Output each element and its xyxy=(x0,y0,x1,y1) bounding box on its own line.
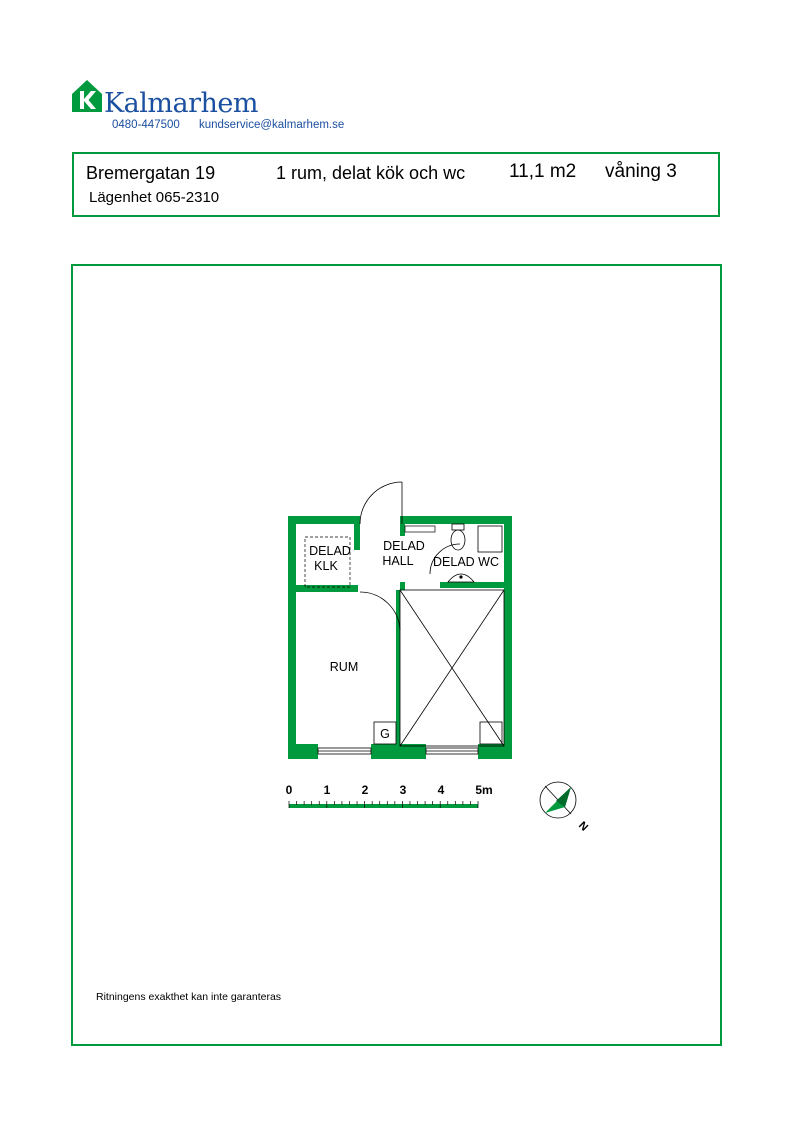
apartment-info-box: Bremergatan 19 1 rum, delat kök och wc 1… xyxy=(72,152,720,217)
room-labels: DELAD KLK DELAD HALL DELAD WC RUM G xyxy=(309,539,499,741)
walls xyxy=(288,516,512,759)
kitchen-counter xyxy=(304,536,351,588)
scale-bar: 0 1 2 3 4 5m xyxy=(286,783,493,808)
room-2 xyxy=(399,589,505,747)
apartment-description: 1 rum, delat kök och wc xyxy=(276,163,466,183)
g-box xyxy=(373,721,397,745)
address: Bremergatan 19 xyxy=(86,163,216,183)
phone-number: 0480-447500 xyxy=(112,119,180,131)
hall-label-1: DELAD xyxy=(383,539,425,553)
apartment-number: Lägenhet 065-2310 xyxy=(89,189,220,206)
brand-name: Kalmarhem xyxy=(104,88,258,119)
scale-label-1: 1 xyxy=(324,783,331,797)
hall-label-2: HALL xyxy=(382,554,413,568)
north-arrow-icon: N xyxy=(539,781,590,834)
scale-label-4: 4 xyxy=(438,783,445,797)
scale-label-3: 3 xyxy=(400,783,407,797)
north-label: N xyxy=(576,819,590,833)
kitchen-label-2: KLK xyxy=(314,559,338,573)
scale-label-5: 5m xyxy=(475,783,492,797)
contact-line: 0480-447500 kundservice@kalmarhem.se xyxy=(112,119,344,131)
windows xyxy=(317,747,479,755)
room-label: RUM xyxy=(330,660,358,674)
house-logo-icon xyxy=(72,80,102,112)
floor-plan-frame xyxy=(71,264,722,1046)
kalmarhem-logo: Kalmarhem 0480-447500 kundservice@kalmar… xyxy=(70,78,370,138)
kitchen-label-1: DELAD xyxy=(309,544,351,558)
apartment-area: 11,1 m2 xyxy=(509,161,577,182)
scale-label-2: 2 xyxy=(362,783,369,797)
scale-label-0: 0 xyxy=(286,783,293,797)
wc-fixtures xyxy=(447,523,503,583)
disclaimer: Ritningens exakthet kan inte garanteras xyxy=(96,991,282,1003)
g-label: G xyxy=(380,727,390,741)
wc-label: DELAD WC xyxy=(433,555,499,569)
door-swings xyxy=(359,481,461,631)
apartment-floor: våning 3 xyxy=(605,161,677,182)
email-address: kundservice@kalmarhem.se xyxy=(199,119,345,131)
